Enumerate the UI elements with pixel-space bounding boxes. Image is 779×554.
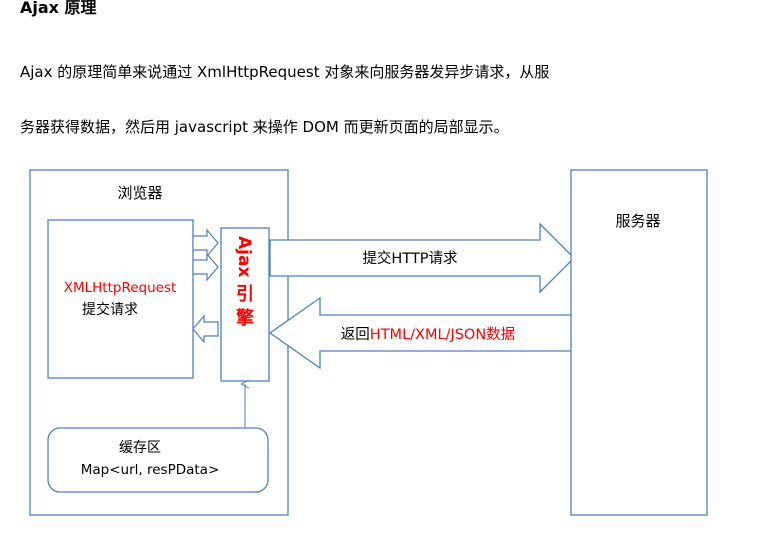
intro-paragraph-line-2: 务器获得数据，然后用 javascript 来操作 DOM 而更新页面的局部显示…	[20, 118, 509, 136]
intro-paragraph-line-1: Ajax 的原理简单来说通过 XmlHttpRequest 对象来向服务器发异步…	[20, 63, 550, 81]
response-arrow	[268, 296, 573, 370]
request-arrow	[269, 222, 575, 294]
response-arrow-label: 返回HTML/XML/JSON数据	[341, 326, 515, 343]
ajax-engine-label-char: 擎	[236, 307, 254, 329]
cache-sublabel: Map<url, resPData>	[81, 462, 220, 478]
request-arrow-label: 提交HTTP请求	[362, 249, 458, 267]
server-box	[570, 169, 708, 516]
xhr-to-engine-arrow-bottom	[192, 252, 219, 282]
server-label: 服务器	[615, 212, 660, 230]
xhr-to-engine-arrow-top	[192, 228, 219, 258]
engine-to-xhr-arrow-top	[192, 314, 219, 344]
ajax-engine-label-char: 引	[236, 284, 254, 305]
response-prefix: 返回	[341, 326, 370, 343]
cache-box	[47, 427, 269, 493]
xhr-sublabel: 提交请求	[82, 301, 138, 318]
cache-label: 缓存区	[119, 440, 161, 456]
browser-label: 浏览器	[117, 184, 162, 202]
page-heading: Ajax 原理	[20, 0, 97, 17]
response-highlight: HTML/XML/JSON数据	[370, 326, 515, 343]
xhr-box	[47, 219, 194, 379]
ajax-engine-label-latin: Ajax	[234, 236, 254, 277]
xhr-label: XMLHttpRequest	[64, 280, 177, 296]
